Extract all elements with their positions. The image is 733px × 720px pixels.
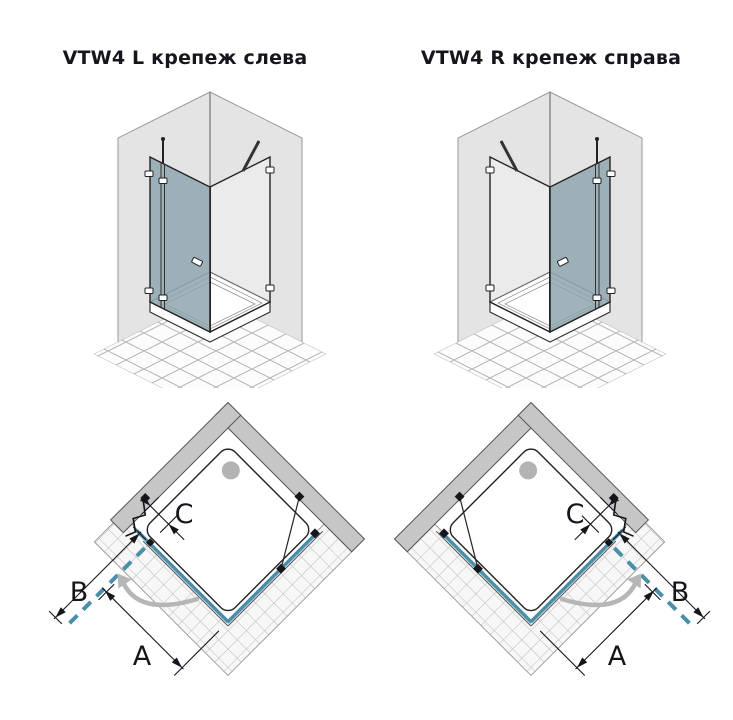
door-swing-arrow	[120, 579, 200, 608]
wall-bracket-icon	[144, 287, 154, 294]
door-closed-line	[135, 529, 230, 623]
door-handle-icon	[191, 256, 203, 267]
support-bar-plan	[280, 496, 300, 569]
dim-label-b-right: B	[671, 577, 690, 608]
hinge-icon	[158, 177, 168, 184]
dim-label-c-left: C	[175, 499, 194, 530]
dimension-b	[48, 526, 147, 625]
wall-bracket-icon	[265, 284, 275, 292]
dimension-a	[98, 583, 220, 676]
wall-bracket-icon	[265, 166, 275, 174]
dim-label-c-right: C	[566, 499, 585, 530]
door-swing-arrowhead	[117, 573, 132, 589]
stabilizer-rod-cap	[161, 137, 165, 141]
plan-view-shower-unit-right	[395, 403, 727, 720]
dim-label-a-right: A	[608, 641, 627, 672]
plan-view-shower-unit	[48, 401, 366, 677]
door-bracket	[125, 500, 147, 537]
iso-view-shower-unit	[93, 91, 327, 388]
wall-bracket-icon	[144, 170, 154, 177]
iso-view-shower-unit-right	[434, 92, 666, 412]
hinge-icon	[158, 294, 168, 301]
hinge-pivot	[145, 538, 155, 547]
dimension-c	[139, 495, 185, 541]
title-right: VTW4 R крепеж справа	[421, 47, 681, 69]
dim-label-b-left: B	[70, 577, 89, 608]
title-left: VTW4 L крепеж слева	[63, 47, 308, 69]
dim-label-a-left: A	[133, 641, 152, 672]
fixed-glass-line	[226, 530, 320, 624]
plan-shower-tray	[146, 448, 310, 612]
iso-fixed-glass-panel	[209, 155, 271, 334]
support-bar	[241, 140, 261, 172]
drain-icon	[221, 461, 240, 480]
